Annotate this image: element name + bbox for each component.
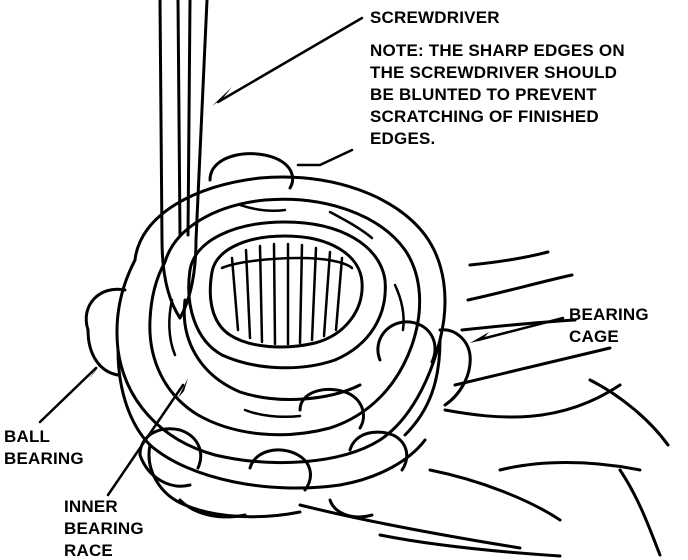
screwdriver-drawing bbox=[160, 0, 207, 318]
ball-bearing-label: BALL BEARING bbox=[4, 427, 84, 468]
hand-drawing bbox=[300, 252, 668, 556]
needle-rollers bbox=[222, 244, 352, 344]
outer-race bbox=[117, 177, 445, 488]
inner-race-drawing bbox=[184, 222, 385, 399]
inner-bearing-race-label: INNER BEARING RACE bbox=[64, 497, 144, 560]
bearing-cage-label: BEARING CAGE bbox=[569, 305, 649, 346]
screwdriver-label: SCREWDRIVER bbox=[370, 8, 500, 27]
arrowheads bbox=[88, 87, 489, 398]
note-text: NOTE: THE SHARP EDGES ON THE SCREWDRIVER… bbox=[370, 41, 625, 148]
bearing-cage-drawing bbox=[169, 205, 403, 417]
ball-bearings bbox=[86, 154, 470, 517]
leader-lines bbox=[40, 18, 563, 495]
